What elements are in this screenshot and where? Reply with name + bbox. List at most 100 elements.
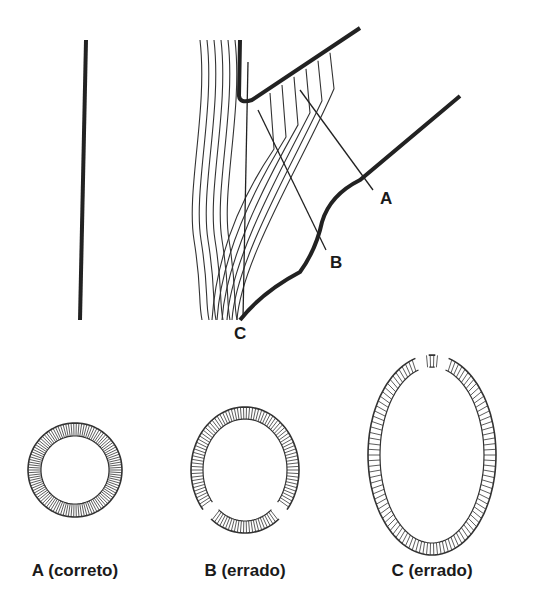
stroke (31, 454, 43, 458)
cut-label: A (380, 190, 392, 207)
stroke (192, 479, 204, 481)
stroke (267, 514, 273, 524)
stroke (405, 364, 410, 375)
stroke (482, 480, 494, 483)
stroke (372, 485, 383, 489)
stroke (269, 512, 276, 522)
stroke (480, 416, 491, 421)
stroke (262, 413, 267, 424)
stroke (380, 367, 484, 543)
stroke (28, 474, 41, 476)
stroke (271, 420, 278, 430)
stroke (109, 462, 122, 464)
stroke (368, 465, 380, 466)
stroke (240, 407, 241, 419)
stroke (445, 540, 448, 552)
stroke (231, 519, 234, 531)
stroke (109, 470, 122, 471)
stroke (484, 455, 496, 456)
stroke (286, 459, 298, 461)
stroke (106, 452, 118, 457)
stroke (106, 483, 118, 488)
stroke (251, 521, 253, 533)
stroke (378, 503, 388, 510)
stroke (285, 449, 296, 453)
stroke (442, 541, 444, 553)
stroke (193, 484, 205, 487)
stroke (454, 364, 459, 375)
stroke (217, 514, 223, 524)
stroke (108, 459, 121, 462)
stroke (370, 432, 382, 435)
stroke (265, 414, 271, 425)
stroke (439, 542, 441, 554)
stroke (483, 475, 495, 478)
stroke (476, 503, 486, 510)
stroke (423, 542, 425, 554)
stroke (279, 433, 289, 440)
stroke (412, 539, 416, 550)
stroke (80, 504, 82, 517)
stroke (369, 470, 381, 472)
cut-line (243, 62, 248, 318)
stroke (203, 430, 212, 438)
stroke (58, 426, 63, 438)
stroke (375, 494, 386, 499)
stroke (192, 482, 204, 485)
stroke (107, 481, 119, 485)
stroke (280, 498, 290, 505)
stroke (191, 407, 299, 533)
stroke (483, 438, 495, 440)
stroke (269, 418, 276, 428)
stroke (205, 427, 214, 435)
stroke (109, 476, 122, 478)
stroke (91, 500, 97, 512)
stroke (286, 456, 298, 459)
stroke (68, 504, 70, 517)
stroke (258, 519, 262, 530)
stroke (212, 510, 219, 520)
stroke (286, 482, 298, 485)
stroke (433, 355, 434, 367)
stroke (368, 455, 380, 456)
cross-section (28, 423, 122, 517)
stroke (433, 543, 434, 555)
stroke (484, 449, 496, 451)
stroke (430, 543, 431, 555)
stroke (287, 463, 299, 464)
stroke (371, 480, 383, 483)
stroke (427, 355, 428, 367)
stroke (368, 460, 380, 462)
cut-label: B (330, 254, 342, 271)
stroke (201, 433, 211, 440)
stroke (246, 407, 247, 419)
stroke (477, 406, 487, 412)
stroke (203, 419, 287, 521)
stroke (207, 425, 215, 434)
cross-sections (28, 355, 496, 555)
stroke (482, 427, 494, 430)
stroke (78, 423, 79, 436)
stroke (109, 474, 122, 476)
stroke (220, 515, 226, 526)
stroke (194, 487, 205, 491)
stroke (73, 504, 74, 517)
stroke (371, 427, 383, 430)
stroke (201, 500, 211, 507)
stroke (32, 452, 44, 457)
stroke (78, 504, 79, 517)
stroke (285, 452, 297, 455)
stroke (402, 367, 408, 378)
stroke (376, 406, 386, 412)
stroke (274, 425, 282, 434)
stroke (484, 444, 496, 445)
stroke (228, 410, 232, 421)
stroke (237, 521, 239, 533)
cross-section (368, 355, 496, 555)
stroke (456, 533, 462, 544)
stroke (370, 475, 382, 478)
stroke (243, 521, 244, 533)
stroke (106, 449, 118, 455)
stroke (451, 362, 455, 373)
